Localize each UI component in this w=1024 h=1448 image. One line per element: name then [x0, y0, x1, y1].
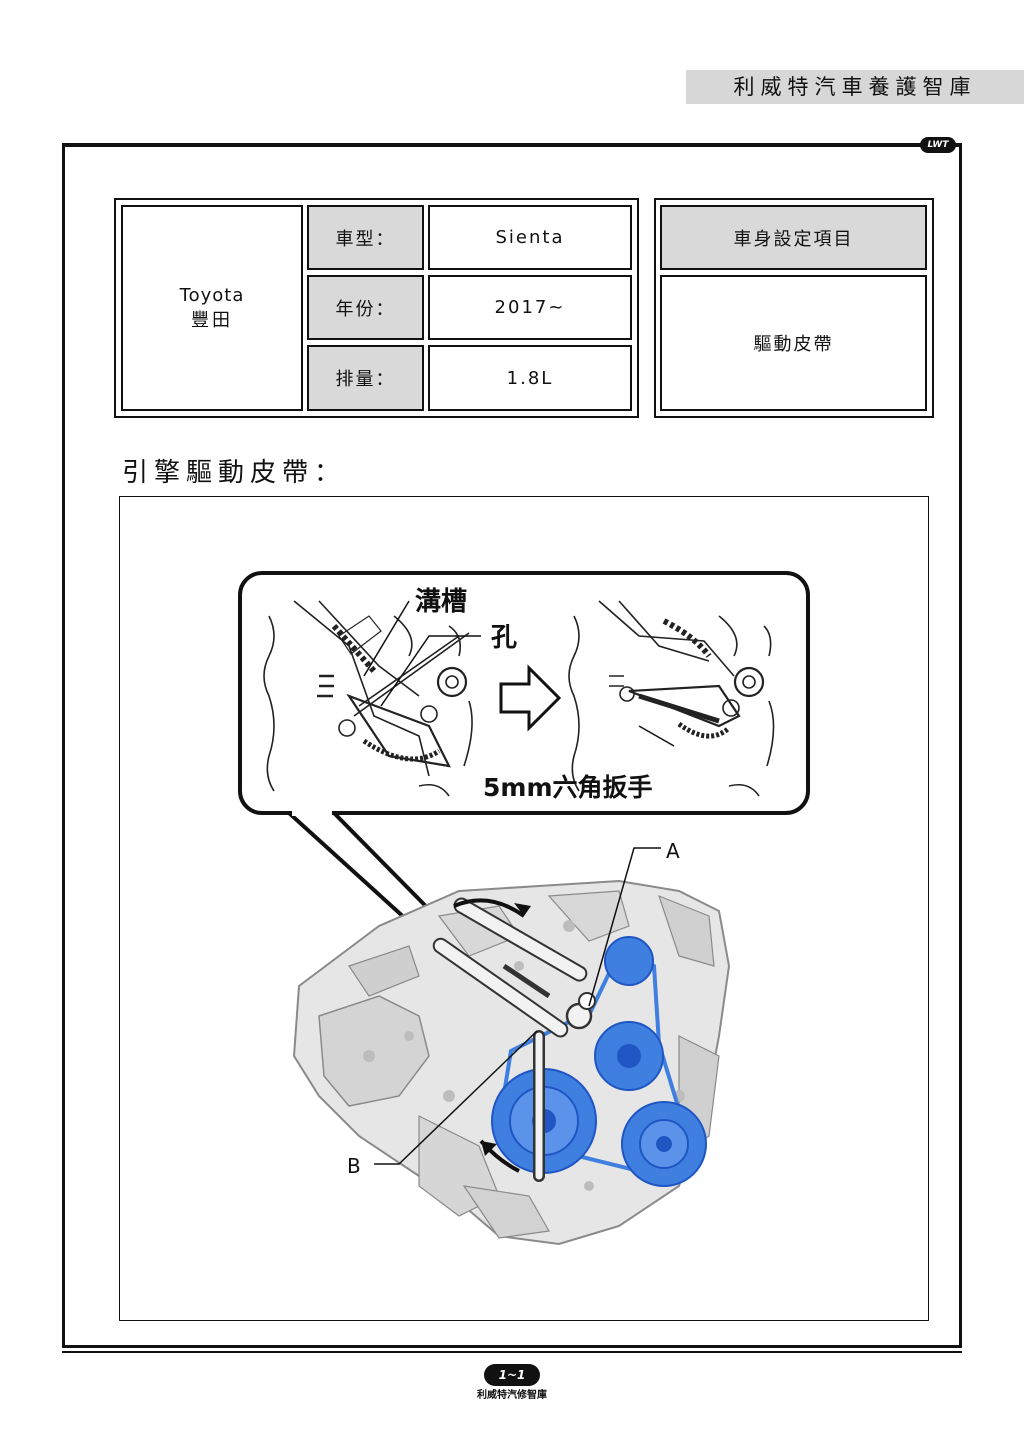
year-value: 2017~	[428, 275, 632, 340]
setting-header: 車身設定項目	[660, 205, 927, 270]
displacement-value: 1.8L	[428, 345, 632, 411]
pulley-top	[604, 936, 654, 986]
footer-brand: 利威特汽修智庫	[477, 1390, 547, 1401]
tensioner-wrench	[432, 897, 596, 1182]
make-cell: Toyota 豐田	[121, 205, 303, 411]
inset-right-sketch	[568, 600, 775, 797]
pulley-middle	[594, 1021, 664, 1091]
section-title: 引擎驅動皮帶：	[122, 458, 347, 488]
make-en: Toyota	[179, 284, 245, 306]
frame-bottom-rule-2	[62, 1351, 962, 1353]
frame-bottom-rule	[62, 1345, 962, 1348]
inset-left-sketch	[263, 600, 473, 797]
label-b: B	[347, 1154, 361, 1178]
belt-diagram: 溝槽 孔 5mm六角扳手	[238, 571, 810, 1246]
frame-left-rule	[62, 143, 65, 1348]
inset-leader-lines	[363, 600, 675, 747]
make-zh: 豐田	[191, 309, 233, 331]
setting-value: 驅動皮帶	[660, 275, 927, 411]
label-a: A	[666, 839, 680, 863]
label-hole: 孔	[491, 623, 517, 653]
displacement-label: 排量：	[307, 345, 424, 411]
brand-banner: 利威特汽車養護智庫	[686, 70, 1024, 104]
model-label: 車型：	[307, 205, 424, 270]
year-label: 年份：	[307, 275, 424, 340]
page-number-badge: 1~1	[484, 1364, 540, 1386]
transition-arrow	[499, 664, 562, 732]
brand-title: 利威特汽車養護智庫	[733, 75, 977, 99]
label-wrench: 5mm六角扳手	[483, 773, 653, 802]
lwt-logo: LWT	[920, 137, 956, 153]
label-groove: 溝槽	[415, 587, 467, 617]
model-value: Sienta	[428, 205, 632, 270]
pulley-ac	[621, 1101, 707, 1187]
belt-figure-frame	[119, 496, 929, 1321]
frame-top-rule	[62, 143, 962, 147]
callout-leaders	[374, 847, 661, 1165]
frame-right-rule	[959, 143, 962, 1348]
